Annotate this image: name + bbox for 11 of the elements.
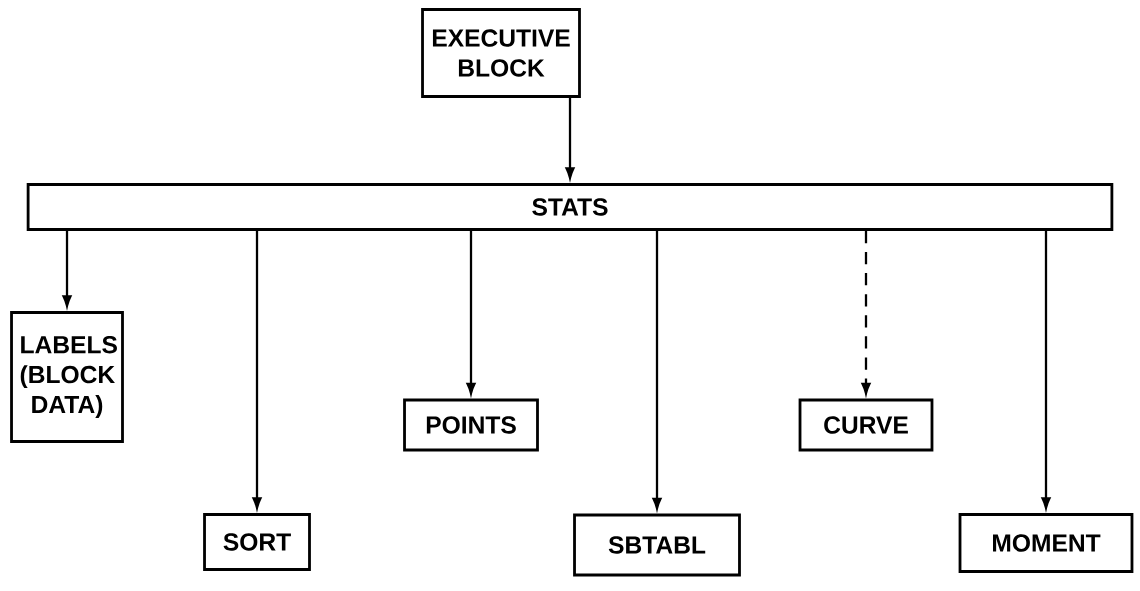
arrow xyxy=(652,230,662,510)
process-box: SORT xyxy=(203,513,311,571)
arrow xyxy=(466,230,476,395)
process-box: LABELS (BLOCK DATA) xyxy=(10,311,124,443)
process-box: CURVE xyxy=(798,398,934,452)
process-box: POINTS xyxy=(403,398,539,452)
process-box: STATS xyxy=(26,183,1114,231)
arrow xyxy=(861,230,871,395)
process-box: EXECUTIVE BLOCK xyxy=(421,8,581,98)
process-box: MOMENT xyxy=(958,513,1134,573)
process-box: SBTABL xyxy=(573,513,741,577)
